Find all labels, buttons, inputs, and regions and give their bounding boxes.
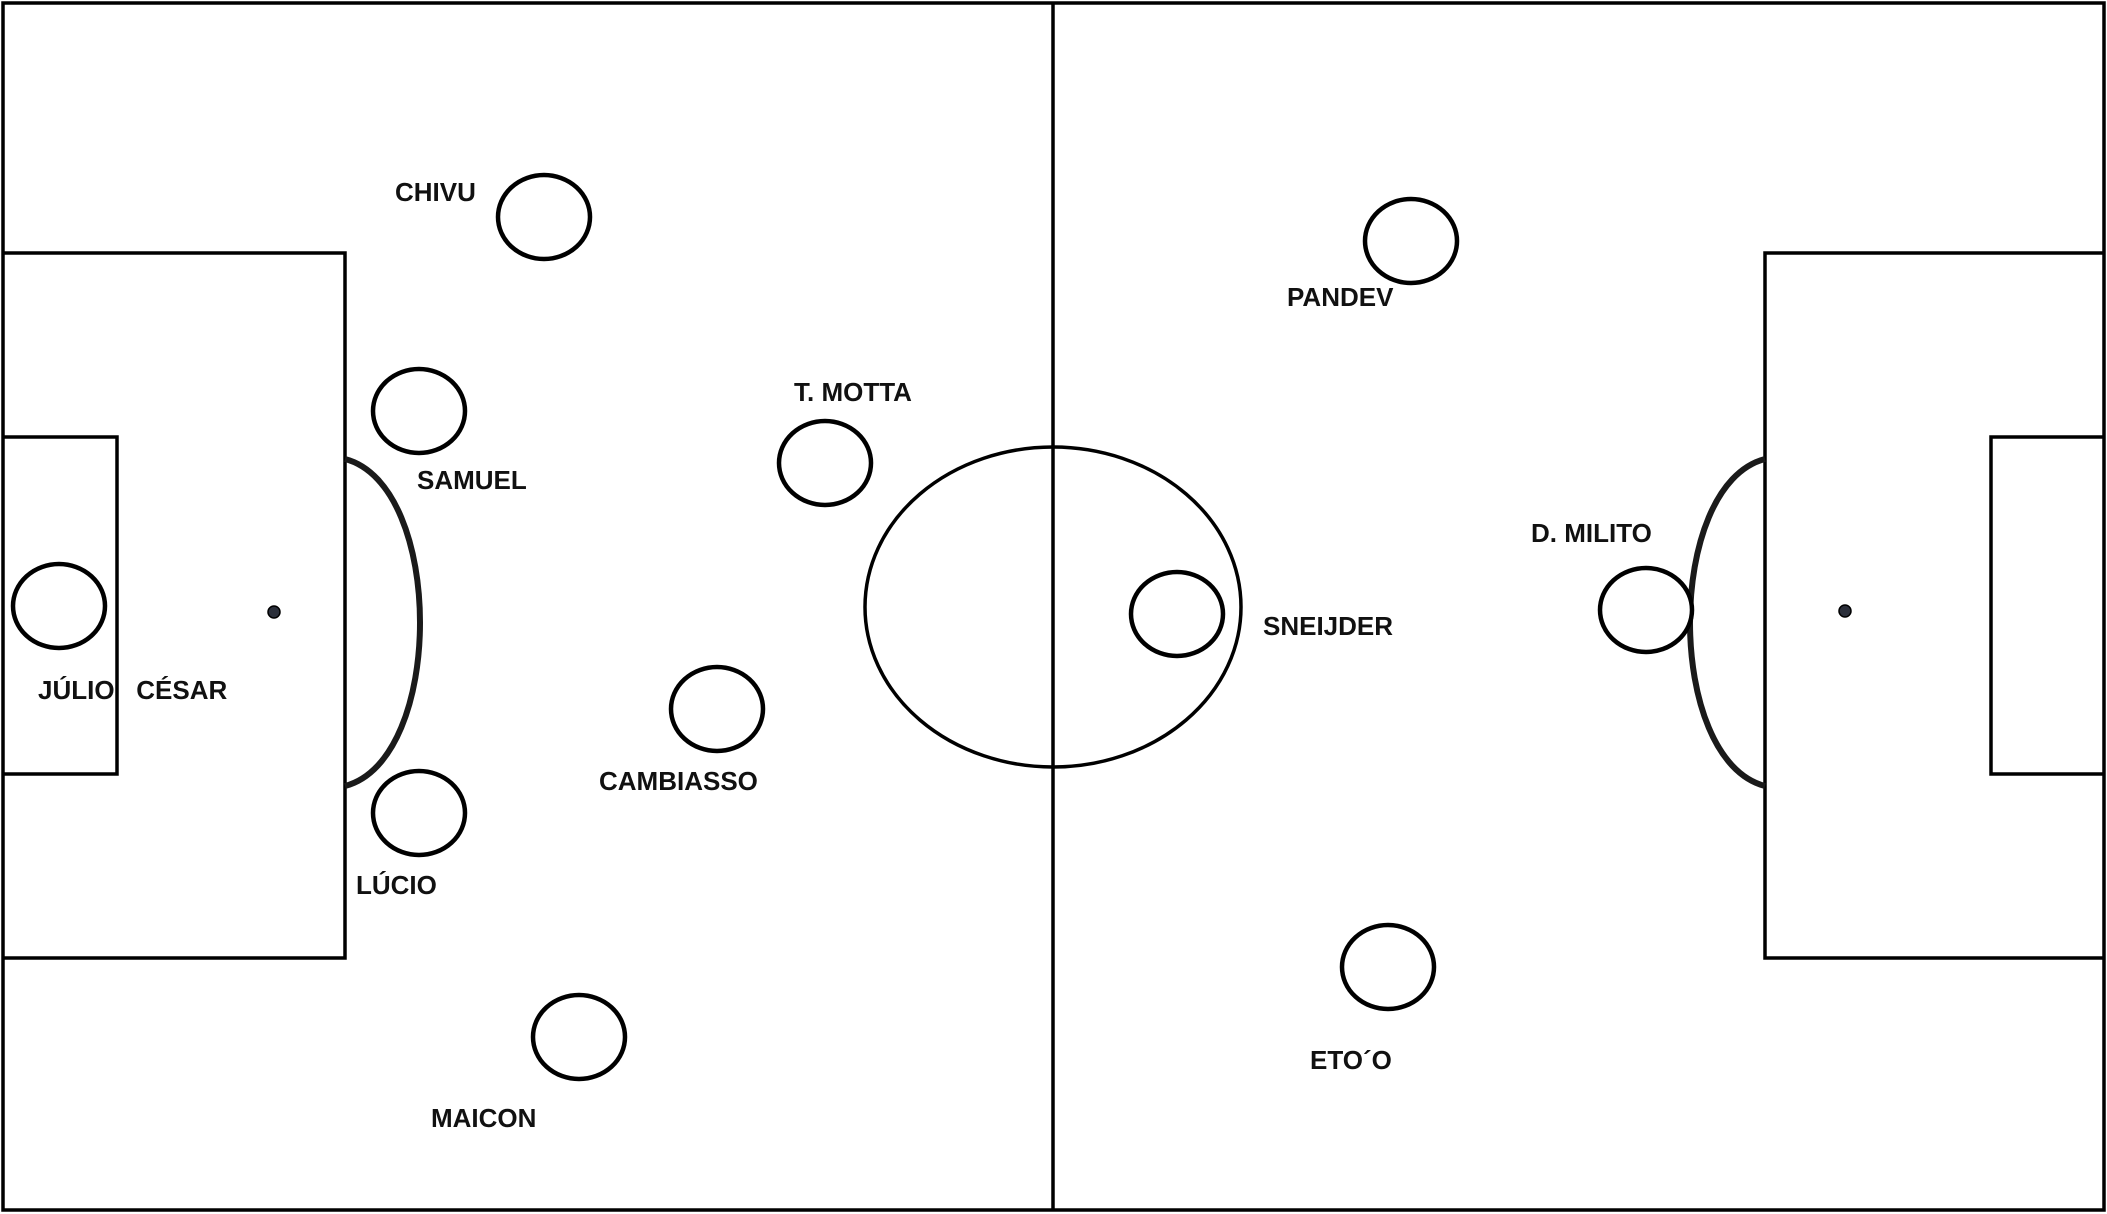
player-marker (668, 664, 766, 754)
player-marker (1597, 565, 1695, 655)
player-julio-cesar: JÚLIO CÉSAR (10, 561, 227, 705)
player-sneijder: SNEIJDER (1128, 569, 1393, 659)
player-marker (530, 992, 628, 1082)
left-penalty-arc (344, 456, 423, 789)
left-penalty-spot (267, 605, 281, 619)
player-etoo: ETO´O (1310, 922, 1437, 1075)
player-d-milito: D. MILITO (1531, 518, 1695, 655)
player-marker (1362, 196, 1460, 286)
player-cambiasso: CAMBIASSO (599, 664, 766, 796)
right-penalty-spot (1838, 604, 1852, 618)
player-t-motta: T. MOTTA (776, 377, 912, 508)
player-lucio: LÚCIO (356, 768, 468, 900)
player-samuel: SAMUEL (370, 366, 527, 495)
player-marker (1128, 569, 1226, 659)
right-goal-area (1989, 435, 2104, 776)
center-circle (863, 445, 1243, 769)
left-penalty-area (3, 251, 347, 960)
player-label: CAMBIASSO (599, 766, 758, 796)
player-marker (776, 418, 874, 508)
player-pandev: PANDEV (1287, 196, 1460, 312)
player-marker (370, 768, 468, 858)
player-label: SNEIJDER (1263, 611, 1393, 641)
player-marker (370, 366, 468, 456)
player-marker (1339, 922, 1437, 1012)
player-chivu: CHIVU (395, 172, 593, 262)
player-label: D. MILITO (1531, 518, 1652, 548)
player-maicon: MAICON (431, 992, 628, 1133)
player-label: PANDEV (1287, 282, 1394, 312)
left-goal-area (3, 435, 119, 776)
player-label: JÚLIO CÉSAR (38, 675, 227, 705)
right-penalty-arc (1687, 456, 1766, 789)
player-label: MAICON (431, 1103, 536, 1133)
player-label: ETO´O (1310, 1045, 1392, 1075)
player-label: CHIVU (395, 177, 476, 207)
player-marker (10, 561, 108, 651)
player-marker (495, 172, 593, 262)
player-label: LÚCIO (356, 870, 437, 900)
right-penalty-area (1763, 251, 2104, 960)
player-label: SAMUEL (417, 465, 527, 495)
player-label: T. MOTTA (794, 377, 912, 407)
